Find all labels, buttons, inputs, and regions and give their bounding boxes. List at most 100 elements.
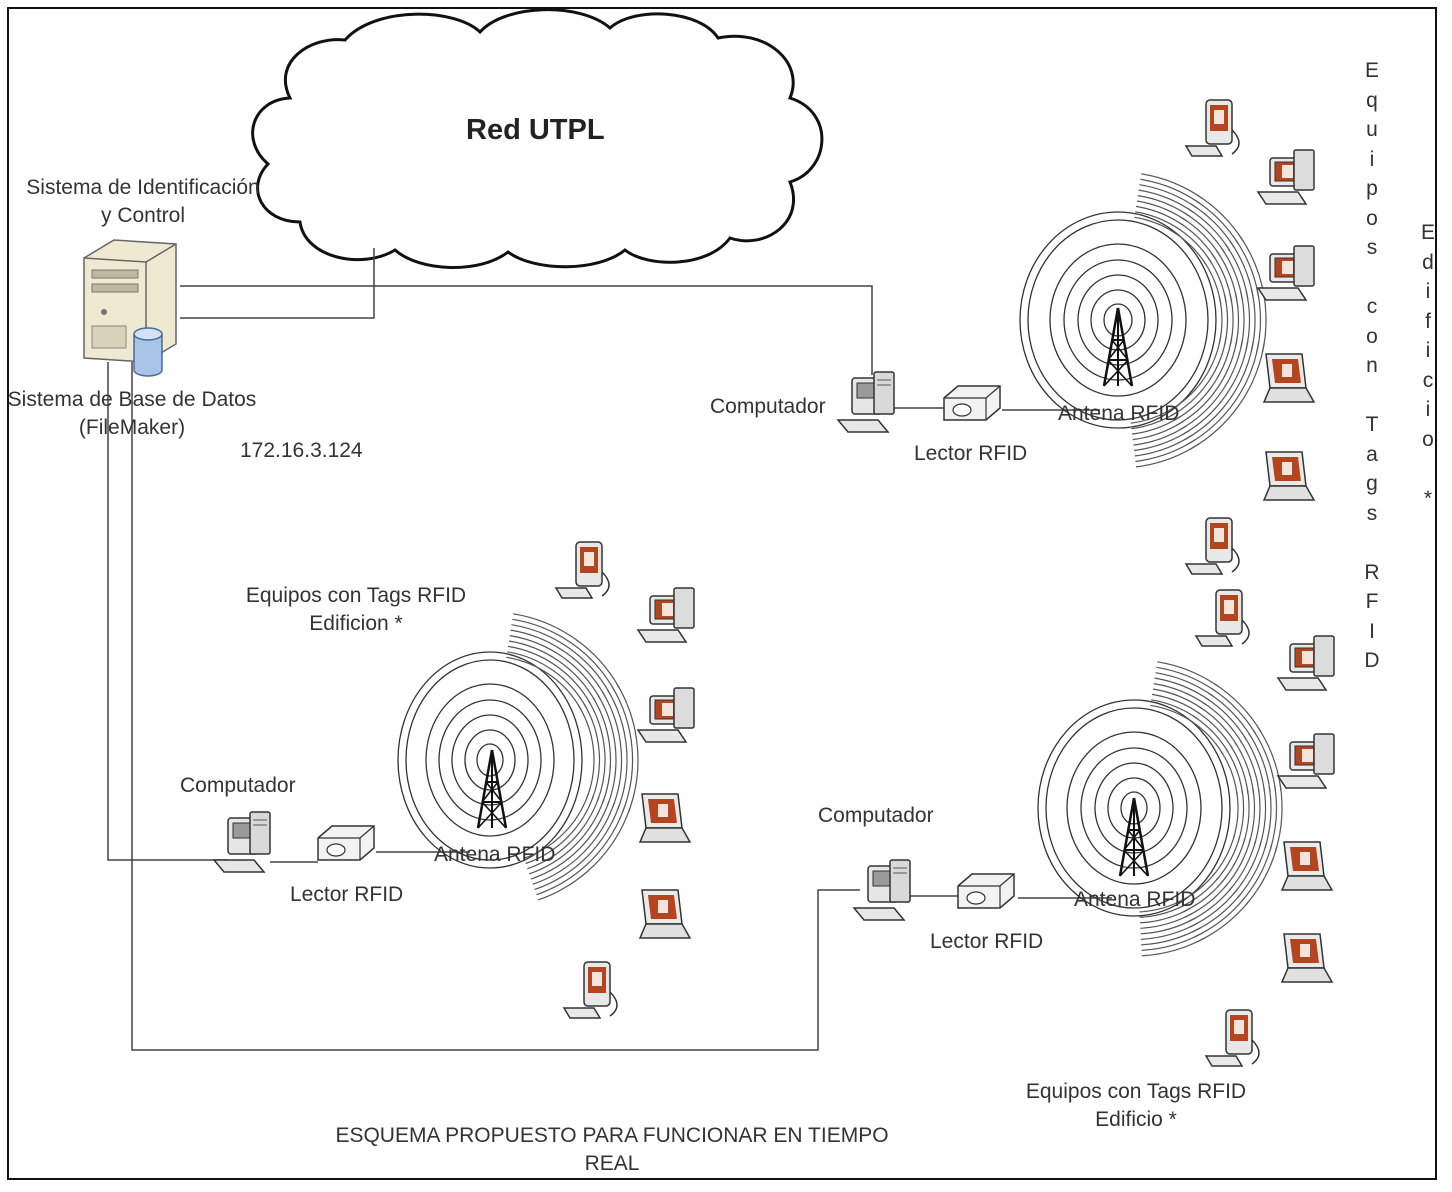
database-label: Sistema de Base de Datos (FileMaker) [4, 386, 260, 443]
radio-wave-arc [1234, 742, 1255, 794]
radio-wave-arc [1131, 411, 1178, 430]
tagged-laptop-icon [639, 793, 691, 843]
radio-wave-arc [1134, 434, 1193, 457]
diagram-caption: ESQUEMA PROPUESTO PARA FUNCIONAR EN TIEM… [312, 1122, 912, 1179]
caption-line2: REAL [584, 1152, 640, 1176]
tagged-desktop-icon [1277, 635, 1335, 691]
radio-wave-arc [1133, 425, 1187, 446]
radio-wave-arc [1139, 903, 1188, 918]
radio-wave-arc [1207, 337, 1227, 384]
radio-wave-arc [1211, 253, 1233, 303]
radio-wave-arc [606, 689, 628, 749]
radio-wave-arc [1211, 337, 1233, 387]
radio-wave-arc [565, 651, 606, 697]
radio-wave-arc [611, 686, 633, 748]
radio-wave-arc [1248, 789, 1256, 844]
radio-wave-arc [1196, 900, 1250, 943]
tagged-tablet-icon [1185, 517, 1240, 575]
radio-wave-arc [1133, 429, 1190, 452]
radio-wave-arc [538, 864, 596, 901]
radio-wave-arc [586, 804, 621, 858]
database-icon [133, 327, 163, 377]
tagged-tablet-icon [555, 541, 610, 599]
computer-left-icon [213, 811, 271, 873]
tagged-desktop-icon [1257, 245, 1315, 301]
computer-top-icon [837, 371, 895, 433]
radio-wave-arc [1187, 207, 1231, 251]
reader-top-label: Lector RFID [914, 442, 1028, 465]
server-title-line1: Sistema de Identificación [26, 176, 260, 199]
radio-wave-arc [583, 703, 600, 751]
radio-wave-arc [1140, 912, 1193, 929]
radio-wave-arc [1239, 739, 1260, 793]
radio-wave-arc [1130, 406, 1175, 424]
radio-wave-arc [1205, 697, 1248, 741]
radio-wave-arc [1132, 420, 1184, 441]
radio-wave-arc [582, 802, 615, 854]
radio-wave-arc [1243, 789, 1250, 842]
tags-left-line2: Edificion * [309, 612, 403, 636]
radio-wave-arc [508, 640, 560, 662]
radio-wave-arc [616, 683, 638, 748]
radio-wave-arc [574, 799, 605, 846]
radio-wave-arc [612, 748, 623, 808]
radio-wave-arc [1220, 751, 1238, 796]
radio-wave-arc [578, 706, 595, 751]
radio-wave-arc [571, 642, 616, 692]
tagged-tablet-icon [1185, 99, 1240, 157]
radio-wave-arc [1141, 927, 1201, 946]
radio-wave-arc [1140, 922, 1199, 940]
caption-line1: ESQUEMA PROPUESTO PARA FUNCIONAR EN TIEM… [335, 1124, 889, 1147]
radio-wave-arc [622, 747, 634, 812]
antenna-waves-left [397, 651, 583, 869]
tagged-desktop-icon [637, 587, 695, 643]
radio-wave-arc [578, 800, 610, 850]
radio-wave-arc [1211, 687, 1257, 735]
tagged-laptop-icon [1281, 933, 1333, 983]
reader-left-icon [317, 825, 375, 861]
radio-wave-arc [1141, 932, 1204, 951]
radio-wave-arc [597, 694, 617, 750]
radio-waves-bottom [1139, 661, 1283, 957]
server-title: Sistema de Identificación y Control [12, 174, 274, 231]
diagram-frame [7, 7, 1437, 1180]
radio-wave-arc [1193, 715, 1229, 752]
radio-wave-arc [510, 629, 566, 653]
radio-wave-arc [617, 748, 628, 810]
radio-wave-arc [1150, 704, 1195, 724]
radio-wave-arc [1225, 340, 1249, 396]
radio-wave-arc [1220, 339, 1243, 393]
radio-wave-arc [1181, 395, 1227, 436]
radio-wave-arc [1232, 791, 1239, 839]
radio-wave-arc [507, 645, 557, 667]
radio-wave-arc [1193, 897, 1246, 938]
tagged-desktop-icon [1257, 149, 1315, 205]
radio-wave-arc [1253, 788, 1261, 845]
radio-wave-arc [523, 833, 564, 859]
radio-wave-arc [1141, 936, 1207, 957]
tags-bottom-line2: Edificio * [1095, 1108, 1177, 1132]
radio-wave-arc [507, 651, 554, 671]
server-ip: 172.16.3.124 [240, 439, 363, 462]
radio-wave-arc [513, 613, 576, 640]
radio-wave-arc [1216, 338, 1238, 390]
antenna-tower-top-icon [1102, 306, 1134, 388]
radio-wave-arc [1229, 341, 1254, 399]
radio-wave-arc [1139, 908, 1191, 924]
tagged-desktop-icon [637, 687, 695, 743]
computer-left-label: Computador [180, 774, 296, 797]
radio-wave-arc [511, 624, 569, 649]
radio-wave-arc [1181, 217, 1221, 257]
building-top-vertical-label: E d i f i c i o * [1420, 221, 1435, 510]
radio-wave-arc [566, 795, 595, 838]
radio-wave-arc [1238, 343, 1265, 406]
cloud-shape [251, 8, 824, 269]
antenna-bottom-label: Antena RFID [1074, 888, 1196, 911]
antenna-tower-bottom-icon [1118, 796, 1150, 878]
tags-top-vertical-label: E q u i p o s c o n T a g s R F I D [1364, 59, 1380, 672]
antenna-left-label: Antena RFID [434, 843, 556, 866]
radio-wave-arc [602, 691, 622, 749]
reader-bottom-icon [957, 873, 1015, 909]
tagged-tablet-icon [563, 961, 618, 1019]
